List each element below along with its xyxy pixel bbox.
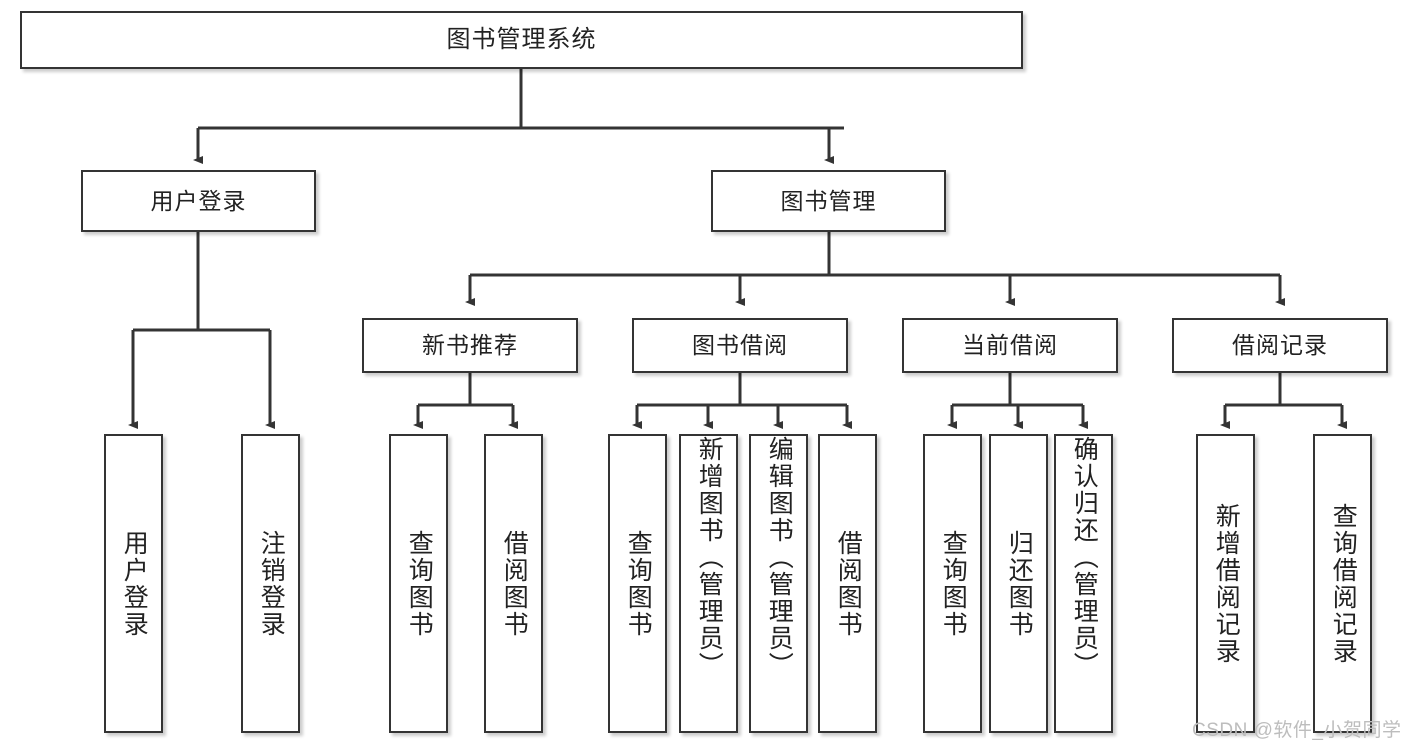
watermark: CSDN @软件_小贺同学 [1192,720,1402,741]
node-root[interactable]: 图书管理系统 [20,11,1023,69]
leaf-user-login[interactable]: 用户登录 [104,434,163,733]
node-new-book-rec-label: 新书推荐 [422,332,518,359]
leaf-query-record[interactable]: 查询借阅记录 [1313,434,1372,733]
leaf-query-book-1-label: 查询图书 [405,529,434,638]
leaf-confirm-return[interactable]: 确认归还（管理员） [1054,434,1113,733]
leaf-borrow-book-1-label: 借阅图书 [500,529,529,638]
leaf-edit-book-label: 编辑图书（管理员） [765,436,794,679]
leaf-user-logout-label: 注销登录 [257,529,286,638]
leaf-query-book-3-label: 查询图书 [939,529,968,638]
node-borrow-record[interactable]: 借阅记录 [1172,318,1388,373]
leaf-confirm-return-label: 确认归还（管理员） [1070,436,1099,679]
leaf-user-login-label: 用户登录 [120,529,149,638]
node-book-manage-label: 图书管理 [780,187,877,214]
leaf-add-book-label: 新增图书（管理员） [695,436,724,679]
leaf-query-record-label: 查询借阅记录 [1329,502,1358,665]
node-book-borrow-label: 图书借阅 [692,332,788,359]
leaf-query-book-1[interactable]: 查询图书 [389,434,448,733]
node-user-login[interactable]: 用户登录 [81,170,316,232]
leaf-edit-book[interactable]: 编辑图书（管理员） [749,434,808,733]
leaf-return-book[interactable]: 归还图书 [989,434,1048,733]
leaf-query-book-3[interactable]: 查询图书 [923,434,982,733]
leaf-borrow-book-1[interactable]: 借阅图书 [484,434,543,733]
leaf-query-book-2[interactable]: 查询图书 [608,434,667,733]
leaf-return-book-label: 归还图书 [1005,529,1034,638]
node-current-borrow-label: 当前借阅 [962,332,1058,359]
leaf-user-logout[interactable]: 注销登录 [241,434,300,733]
node-new-book-rec[interactable]: 新书推荐 [362,318,578,373]
leaf-add-book[interactable]: 新增图书（管理员） [679,434,738,733]
node-book-manage[interactable]: 图书管理 [711,170,946,232]
leaf-query-book-2-label: 查询图书 [624,529,653,638]
node-current-borrow[interactable]: 当前借阅 [902,318,1118,373]
node-borrow-record-label: 借阅记录 [1232,332,1328,359]
leaf-add-record[interactable]: 新增借阅记录 [1196,434,1255,733]
node-root-label: 图书管理系统 [446,26,597,54]
leaf-borrow-book-2-label: 借阅图书 [834,529,863,638]
leaf-add-record-label: 新增借阅记录 [1212,502,1241,665]
node-user-login-label: 用户登录 [150,187,247,214]
leaf-borrow-book-2[interactable]: 借阅图书 [818,434,877,733]
node-book-borrow[interactable]: 图书借阅 [632,318,848,373]
